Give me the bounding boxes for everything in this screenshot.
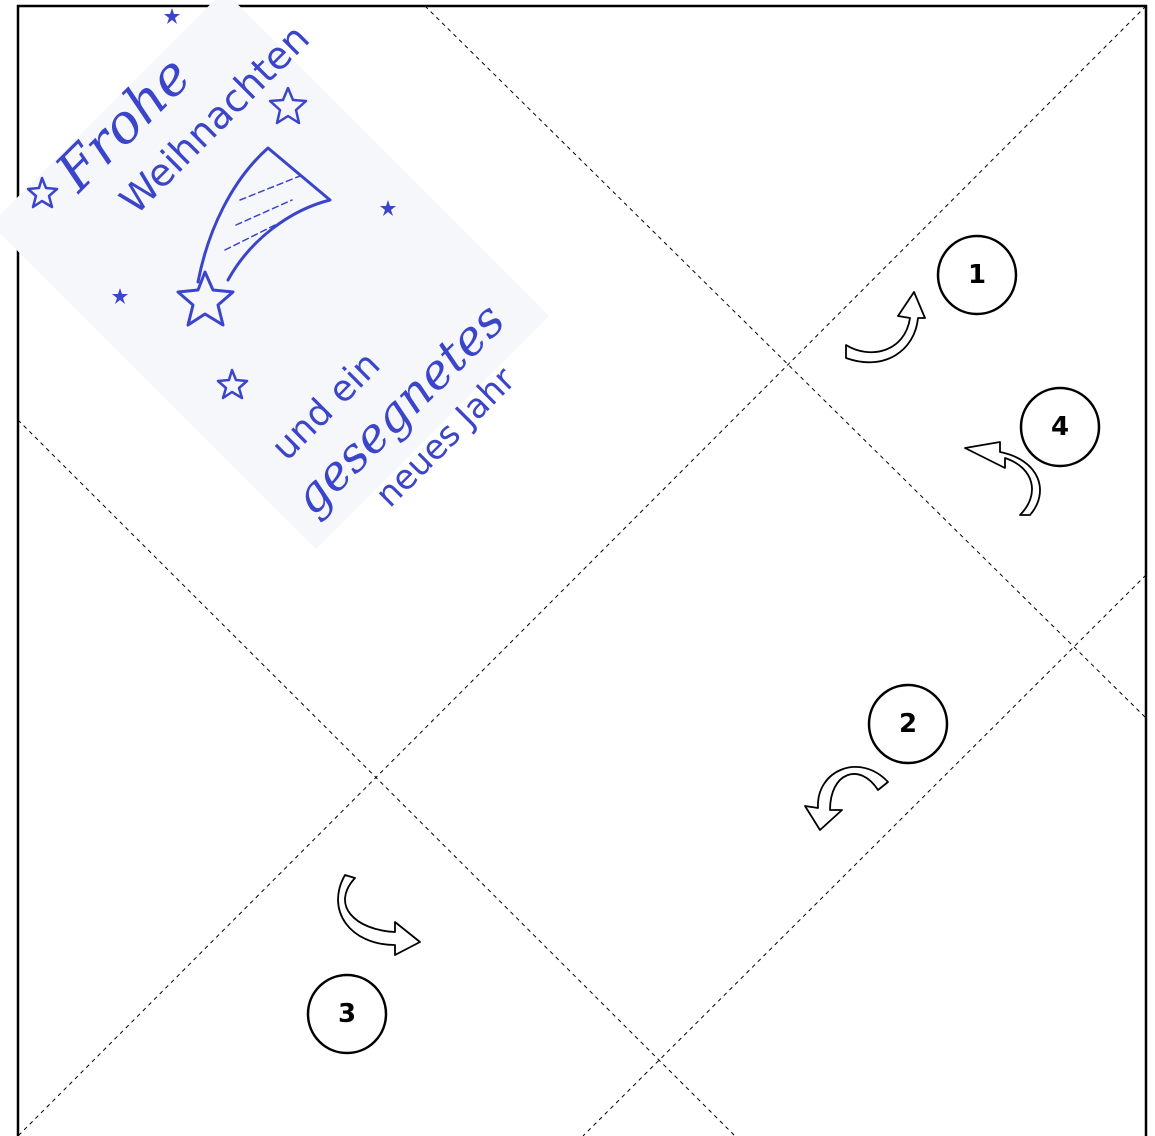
- step-3-marker: 3: [308, 975, 386, 1053]
- step-1-marker: 1: [938, 236, 1016, 314]
- step-4-marker: 4: [1021, 388, 1099, 466]
- fold-line: [583, 575, 1146, 1136]
- curved-arrow-icon: [338, 875, 420, 955]
- fold-line: [425, 6, 1146, 718]
- curved-arrow-icon: [805, 767, 888, 830]
- step-4-label: 4: [1051, 412, 1069, 442]
- step-1-label: 1: [968, 260, 986, 290]
- star-icon: [164, 8, 180, 24]
- curved-arrow-icon: [846, 292, 925, 362]
- step-2-marker: 2: [869, 685, 947, 763]
- curved-arrow-icon: [965, 442, 1040, 515]
- greeting-stamp: Frohe Weihnachten und ein gesegnetes neu…: [0, 0, 549, 558]
- step-3-label: 3: [338, 999, 356, 1029]
- step-2-label: 2: [899, 709, 917, 739]
